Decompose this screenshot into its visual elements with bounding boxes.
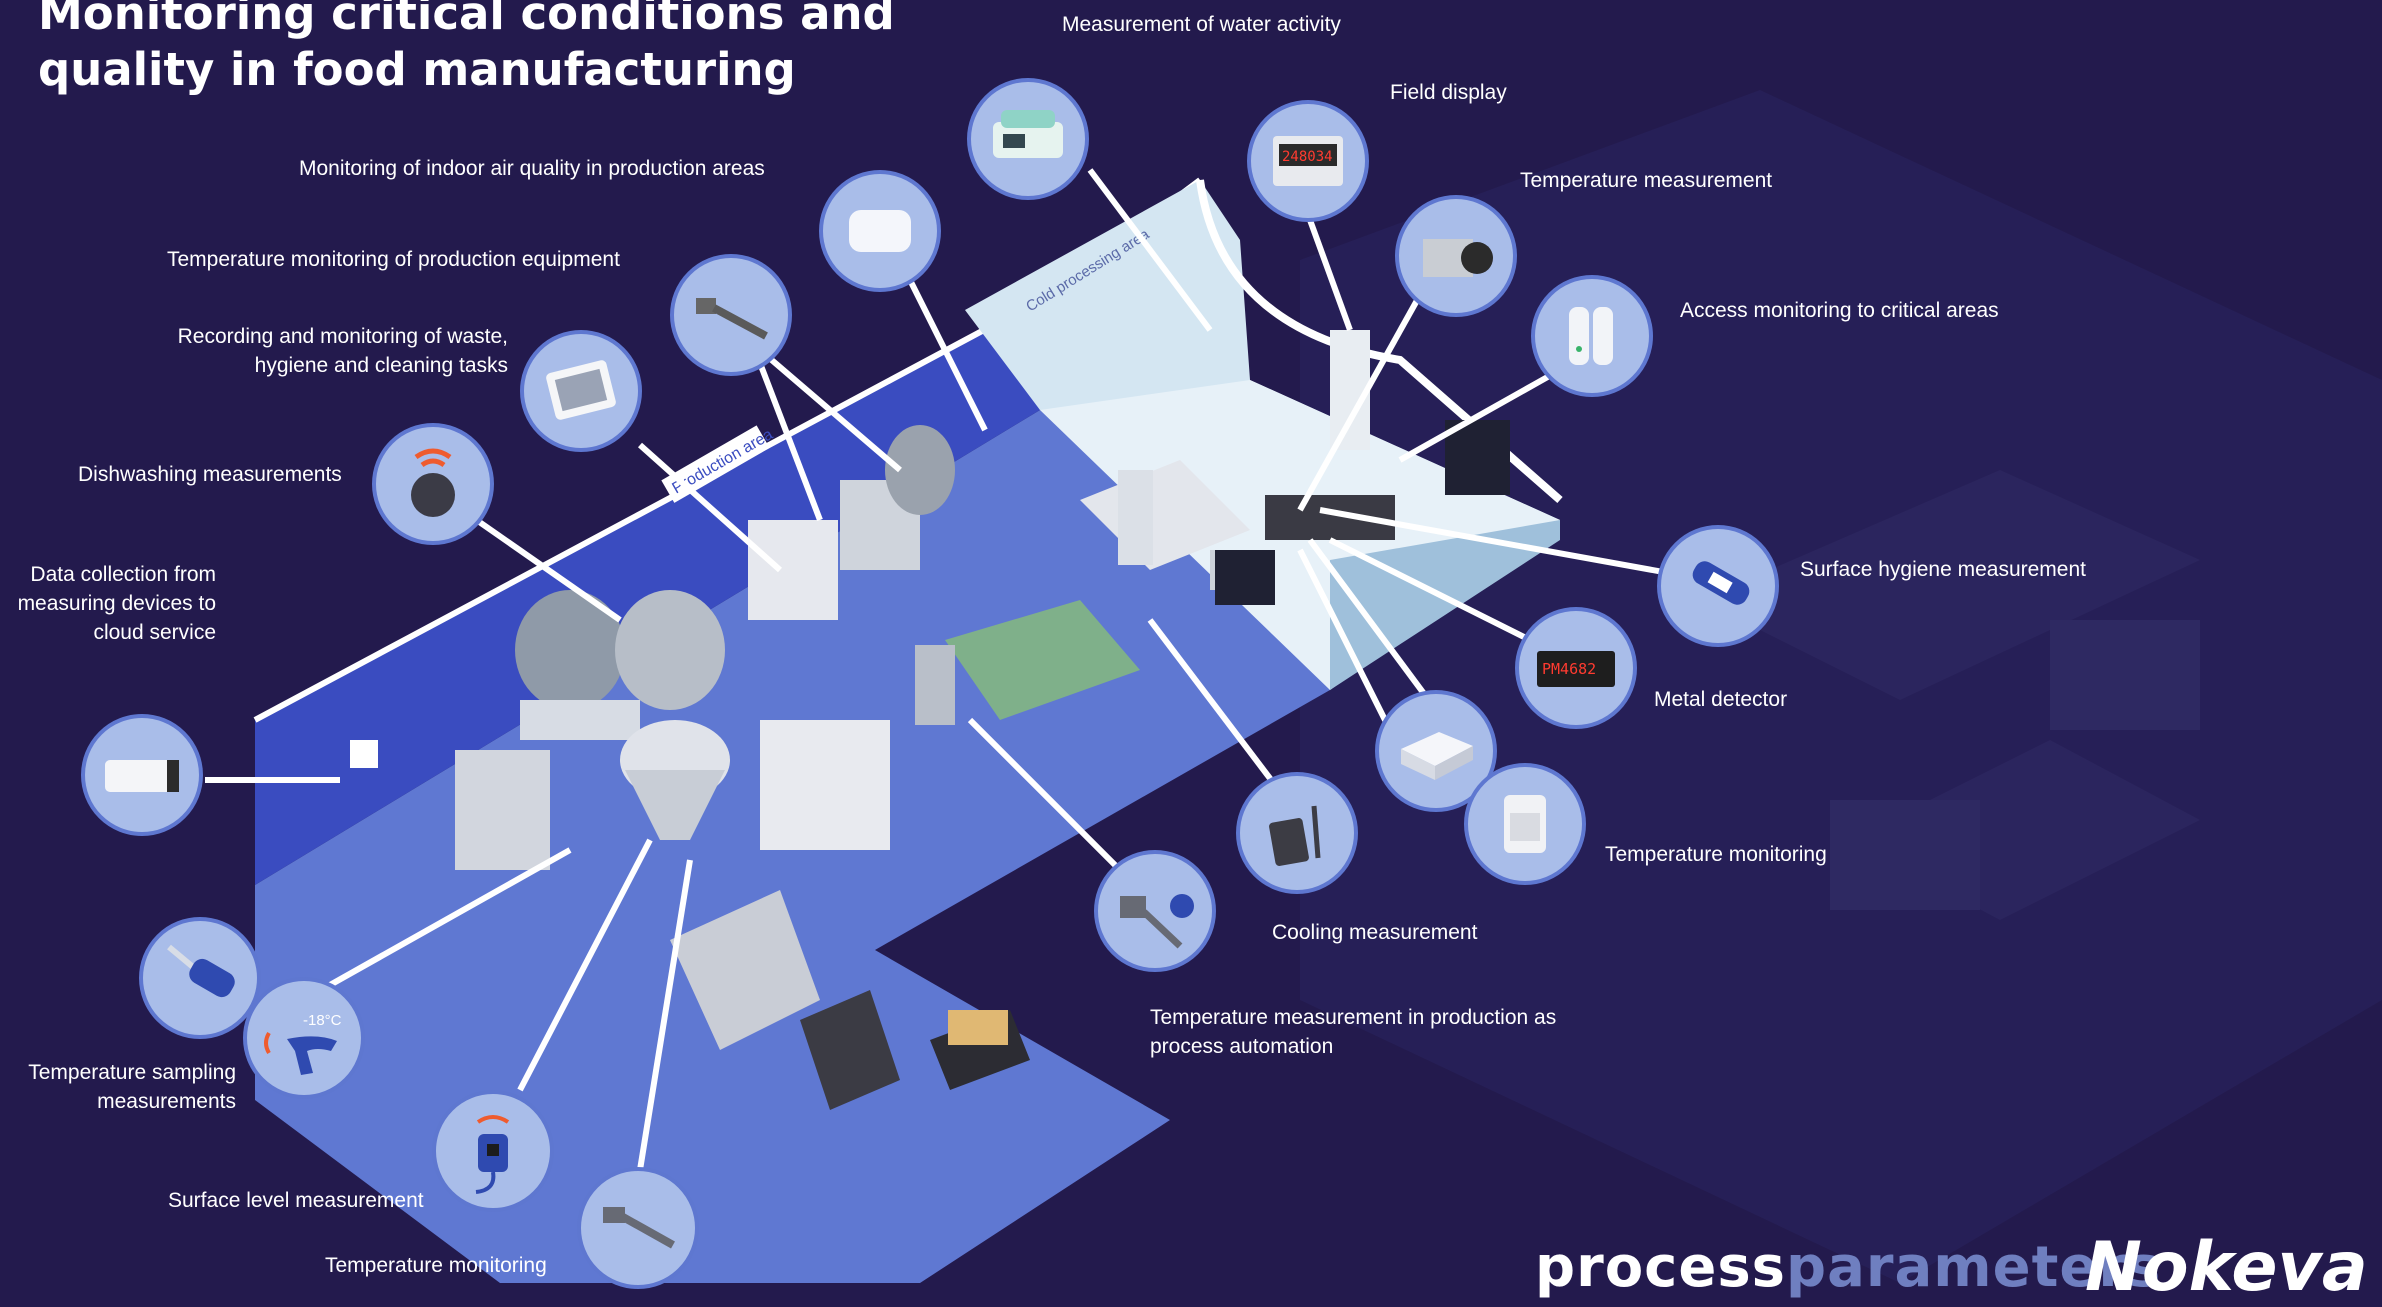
sampling-a-bubble xyxy=(139,917,261,1039)
cooling-bubble xyxy=(1236,772,1358,894)
cable-probe-icon xyxy=(603,1207,675,1249)
air-quality-sensor-icon xyxy=(849,210,911,252)
level-bubble xyxy=(432,1090,554,1212)
metal-detector-readout: PM4682 xyxy=(1542,660,1596,678)
label-access-monitoring: Access monitoring to critical areas xyxy=(1680,299,1999,322)
label-process-automation: Temperature measurement in production as… xyxy=(1150,1006,1557,1058)
process-probe-bubble xyxy=(1094,850,1216,972)
left-wall xyxy=(255,300,1040,885)
tablet-icon xyxy=(546,360,616,420)
dishwashing-bubble xyxy=(372,423,494,545)
label-temp-monitoring-bottom: Temperature monitoring xyxy=(325,1254,547,1277)
transmitter-box-icon xyxy=(1401,732,1473,780)
wireless-logger-icon xyxy=(411,448,455,517)
field-display-icon: 248034 xyxy=(1273,136,1343,186)
label-field-display: Field display xyxy=(1390,81,1507,104)
label-waste-hygiene: Recording and monitoring of waste, hygie… xyxy=(177,325,508,377)
temp-probe-bubble xyxy=(670,254,792,376)
label-water-activity: Measurement of water activity xyxy=(1062,13,1341,36)
label-surface-hygiene: Surface hygiene measurement xyxy=(1800,558,2086,581)
gateway-bubble xyxy=(81,714,203,836)
door-sensor-icon xyxy=(1569,307,1613,365)
water-activity-meter-icon xyxy=(993,110,1063,158)
wall-sensor-icon xyxy=(1504,795,1546,853)
probe-thermometer-icon xyxy=(167,944,235,998)
water-activity-bubble xyxy=(967,78,1089,200)
label-dishwashing: Dishwashing measurements xyxy=(78,463,342,486)
thermal-camera-icon xyxy=(1423,239,1493,277)
metal-detector-bubble: PM4682 xyxy=(1515,607,1637,729)
metal-detector-display-icon: PM4682 xyxy=(1537,651,1615,687)
label-data-collection: Data collection from measuring devices t… xyxy=(17,563,216,644)
infrared-thermometer-icon: -18°C xyxy=(264,1012,342,1075)
field-display-bubble: 248034 xyxy=(1247,100,1369,222)
label-indoor-air: Monitoring of indoor air quality in prod… xyxy=(299,157,765,180)
field-display-readout: 248034 xyxy=(1282,149,1333,165)
hygiene-meter-icon xyxy=(1692,561,1750,605)
handheld-thermometer-icon xyxy=(1269,805,1321,866)
sampling-b-bubble: -18°C xyxy=(243,977,365,1099)
level-sensor-icon xyxy=(475,1115,510,1194)
temperature-probe-icon xyxy=(696,298,768,340)
indoor-air-bubble xyxy=(819,170,941,292)
gateway-icon xyxy=(105,760,179,792)
label-surface-level: Surface level measurement xyxy=(168,1189,424,1212)
label-temp-monitoring-right: Temperature monitoring xyxy=(1605,843,1827,866)
surface-hygiene-bubble xyxy=(1657,525,1779,647)
label-temp-measurement: Temperature measurement xyxy=(1520,169,1773,192)
process-probe-icon xyxy=(1120,894,1194,949)
processparameters-logo: processparameters xyxy=(1535,1235,2162,1300)
sampling-readout: -18°C xyxy=(303,1012,342,1029)
production-machines xyxy=(350,330,1510,1110)
tablet-bubble xyxy=(520,330,642,452)
label-temp-monitoring-equipment: Temperature monitoring of production equ… xyxy=(167,248,620,271)
access-bubble xyxy=(1531,275,1653,397)
wall-sensor-bubble xyxy=(1464,763,1586,885)
temp-camera-bubble xyxy=(1395,195,1517,317)
page-title: Monitoring critical conditions and quali… xyxy=(38,0,895,96)
nokeval-logo: Nokeva xyxy=(2085,1228,2368,1307)
label-metal-detector: Metal detector xyxy=(1654,688,1788,711)
label-temp-sampling: Temperature sampling measurements xyxy=(28,1061,236,1113)
label-cooling: Cooling measurement xyxy=(1272,921,1478,944)
bottom-probe-bubble xyxy=(577,1167,699,1289)
